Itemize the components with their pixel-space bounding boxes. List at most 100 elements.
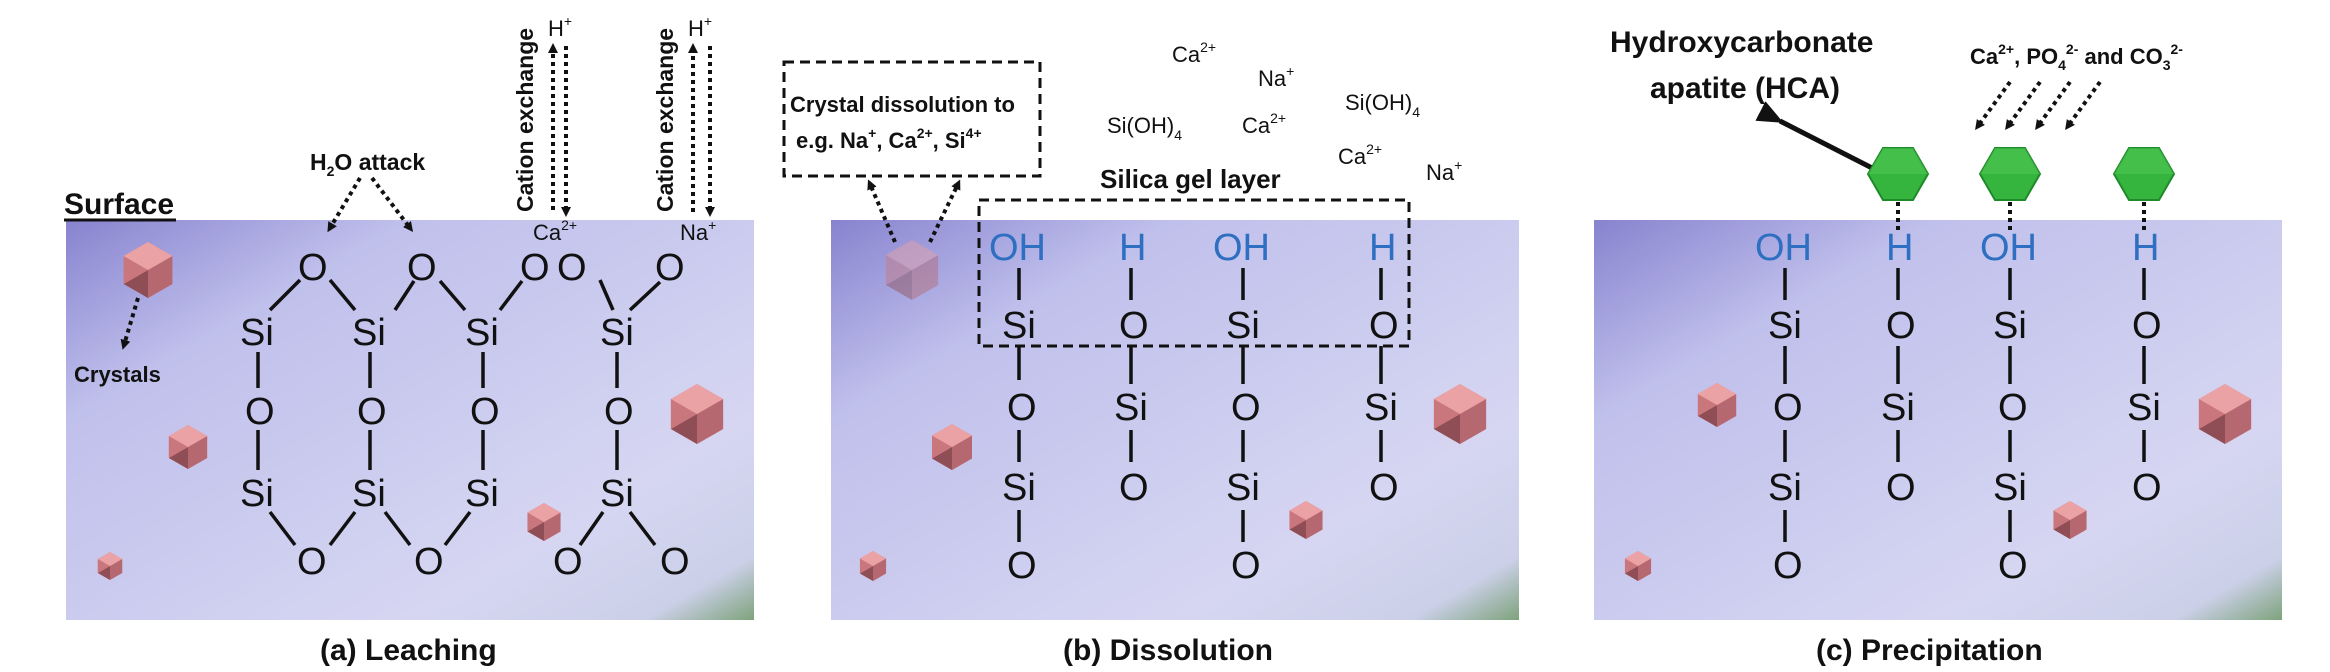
- oxygen-atom: O: [660, 541, 690, 583]
- h2o-attack-arrow-right: [370, 176, 414, 232]
- hca-label-line2: apatite (HCA): [1650, 72, 1840, 105]
- silicon-atom: Si: [1881, 387, 1915, 429]
- silicon-atom: Si: [1364, 387, 1398, 429]
- ca-ion-label: Ca2+: [533, 217, 577, 245]
- crystal-dissolution-box: [782, 60, 1042, 178]
- ion-sioh4-1: Si(OH)4: [1107, 113, 1182, 143]
- silicon-atom: Si: [352, 312, 386, 354]
- panel-b-caption: (b) Dissolution: [1063, 634, 1273, 667]
- h-plus-label-2: H+: [688, 13, 712, 41]
- hydroxyl-group: OH: [1980, 227, 2037, 269]
- crystals-pointer-arrow: [120, 297, 140, 350]
- hca-hexagon-icon: [1867, 147, 1929, 201]
- silicon-atom: Si: [1114, 387, 1148, 429]
- silicon-atom: Si: [465, 473, 499, 515]
- silicon-atom: Si: [600, 473, 634, 515]
- oxygen-atom: O: [553, 541, 583, 583]
- silicon-atom: Si: [600, 312, 634, 354]
- hca-label-line1: Hydroxycarbonate: [1610, 26, 1873, 59]
- silicon-atom: Si: [1768, 305, 1802, 347]
- ion-arrow-3: [2035, 80, 2072, 131]
- oxygen-atom: O: [557, 247, 587, 289]
- oxygen-atom: O: [1231, 387, 1261, 429]
- hca-pointer-arrow: [1755, 101, 1878, 173]
- silicon-atom: Si: [465, 312, 499, 354]
- oxygen-atom: O: [2132, 467, 2162, 509]
- oxygen-atom: O: [1119, 467, 1149, 509]
- silicon-atom: Si: [1993, 467, 2027, 509]
- ion-na-2: Na+: [1426, 157, 1462, 185]
- oxygen-atom: O: [470, 391, 500, 433]
- ion-ca-3: Ca2+: [1338, 141, 1382, 169]
- h-plus-label-1: H+: [548, 13, 572, 41]
- dissolution-arrow-right: [928, 179, 961, 243]
- silicate-network-bonds: [256, 278, 662, 547]
- oxygen-atom: O: [1998, 387, 2028, 429]
- panel-a-caption: (a) Leaching: [320, 634, 497, 667]
- oxygen-atom: O: [604, 391, 634, 433]
- surface-label: Surface: [64, 188, 174, 221]
- silanol-chains-atoms: OH Si O Si O H O Si O OH Si O Si O H O S…: [989, 227, 1399, 587]
- silicate-network-atoms: O O O O O Si Si Si Si O O O O Si Si Si S…: [240, 247, 690, 583]
- oxygen-atom: O: [1119, 305, 1149, 347]
- panel-b-background: [831, 220, 1519, 620]
- oxygen-atom: O: [407, 247, 437, 289]
- panel-c-precipitation: Hydroxycarbonate apatite (HCA) Ca2+, PO4…: [1594, 26, 2282, 667]
- ion-arrow-4: [2065, 80, 2102, 131]
- na-ion-label: Na+: [680, 217, 716, 245]
- ion-arrow-2: [2005, 80, 2042, 131]
- silica-gel-layer-box: [977, 198, 1411, 348]
- oxygen-atom: O: [1007, 545, 1037, 587]
- oxygen-atom: O: [1773, 387, 1803, 429]
- hca-hexagon-icon: [2113, 147, 2175, 201]
- oxygen-atom: O: [298, 247, 328, 289]
- hydrogen-atom: H: [2132, 227, 2159, 269]
- oxygen-atom: O: [1886, 467, 1916, 509]
- hydroxyl-group: OH: [1213, 227, 1270, 269]
- silicon-atom: Si: [1226, 467, 1260, 509]
- silicon-atom: Si: [1002, 305, 1036, 347]
- hca-chains-atoms: OH Si O Si O H O Si O OH Si O Si O H O S…: [1755, 227, 2162, 587]
- hydrogen-atom: H: [1369, 227, 1396, 269]
- ion-arrow-1: [1975, 80, 2012, 131]
- hydroxyl-group: OH: [989, 227, 1046, 269]
- oxygen-atom: O: [245, 391, 275, 433]
- crystals-label: Crystals: [74, 362, 161, 387]
- silanol-chains-bonds: [1017, 268, 1383, 542]
- cation-exchange-label-1: Cation exchange: [512, 28, 538, 212]
- oxygen-atom: O: [1369, 467, 1399, 509]
- silicon-atom: Si: [240, 473, 274, 515]
- oxygen-atom: O: [1998, 545, 2028, 587]
- oxygen-atom: O: [655, 247, 685, 289]
- silicon-atom: Si: [1993, 305, 2027, 347]
- oxygen-atom: O: [1886, 305, 1916, 347]
- ion-sioh4-2: Si(OH)4: [1345, 90, 1420, 120]
- hydroxyl-group: OH: [1755, 227, 1812, 269]
- oxygen-atom: O: [1231, 545, 1261, 587]
- crystal-dissolution-line2: e.g. Na+, Ca2+, Si4+: [796, 125, 982, 153]
- panel-a-leaching: Surface Crystals H2O attack Cation excha…: [64, 13, 754, 667]
- panel-c-caption: (c) Precipitation: [1816, 634, 2043, 667]
- ion-ca-1: Ca2+: [1172, 39, 1216, 67]
- silica-gel-layer-label: Silica gel layer: [1100, 164, 1281, 194]
- hydrogen-atom: H: [1119, 227, 1146, 269]
- panel-b-dissolution: Crystal dissolution to e.g. Na+, Ca2+, S…: [782, 39, 1519, 667]
- hca-chains-bonds: [1783, 268, 2146, 542]
- oxygen-atom: O: [520, 247, 550, 289]
- cation-exchange-label-2: Cation exchange: [652, 28, 678, 212]
- silicon-atom: Si: [1002, 467, 1036, 509]
- hydrogen-atom: H: [1886, 227, 1913, 269]
- silicon-atom: Si: [1768, 467, 1802, 509]
- silicon-atom: Si: [352, 473, 386, 515]
- hca-hexagon-icon: [1979, 147, 2041, 201]
- silicon-atom: Si: [240, 312, 274, 354]
- oxygen-atom: O: [2132, 305, 2162, 347]
- oxygen-atom: O: [297, 541, 327, 583]
- silicon-atom: Si: [1226, 305, 1260, 347]
- panel-c-background: [1594, 220, 2282, 620]
- h2o-attack-arrow-left: [327, 176, 362, 233]
- ion-ca-2: Ca2+: [1242, 110, 1286, 138]
- oxygen-atom: O: [357, 391, 387, 433]
- oxygen-atom: O: [1369, 305, 1399, 347]
